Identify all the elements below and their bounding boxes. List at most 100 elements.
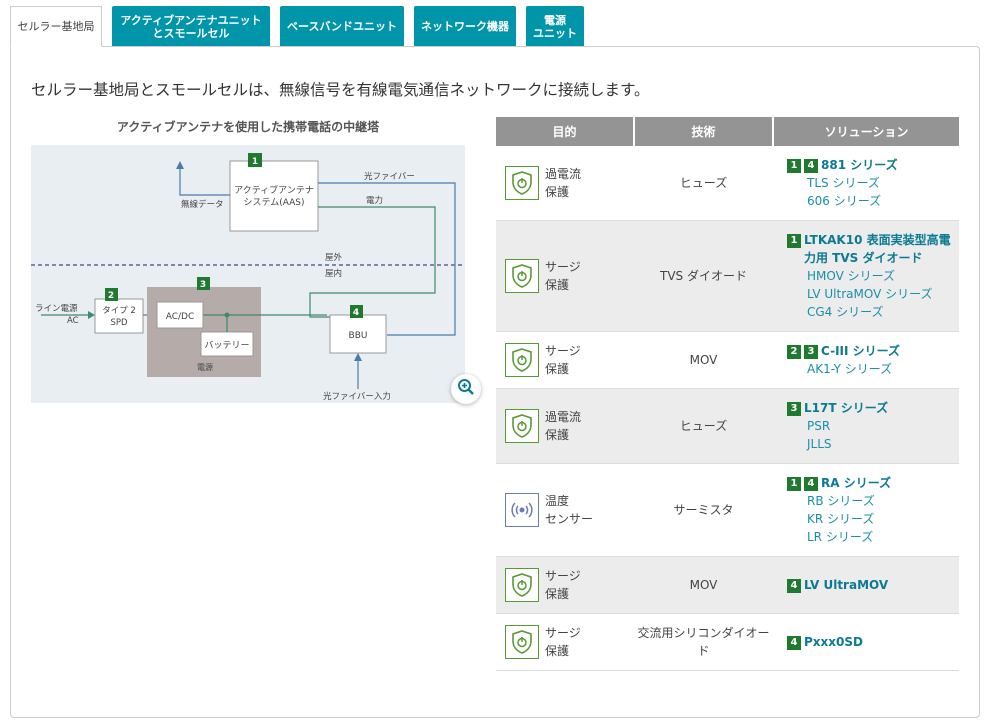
purpose-text: 温度 センサー (545, 493, 594, 526)
tab-cellular-base-station[interactable]: セルラー基地局 (10, 6, 102, 47)
purpose-text: サージ 保護 (545, 343, 581, 376)
solution-link-sub[interactable]: CG4 シリーズ (807, 304, 884, 319)
svg-text:3: 3 (200, 280, 206, 290)
content-panel (10, 46, 980, 718)
solution-link-sub[interactable]: KR シリーズ (807, 511, 875, 526)
technology-cell: ヒューズ (634, 146, 773, 221)
shield-power-icon (505, 342, 539, 377)
application-badge: 1 (787, 158, 801, 173)
solution-link-sub[interactable]: RB シリーズ (807, 493, 875, 508)
svg-text:電力: 電力 (366, 195, 383, 206)
solution-link-sub[interactable]: PSR (807, 418, 831, 433)
tab-active-antenna-small-cell[interactable]: アクティブアンテナユニット とスモールセル (112, 6, 270, 47)
purpose-cell: サージ 保護 (496, 331, 634, 389)
solution-link-main[interactable]: C-III シリーズ (821, 343, 901, 358)
technology-cell: 交流用シリコンダイオード (634, 613, 773, 671)
application-badge: 4 (804, 476, 818, 491)
purpose-text: サージ 保護 (545, 625, 581, 658)
technology-cell: MOV (634, 331, 773, 389)
zoom-in-button[interactable] (451, 374, 481, 404)
solution-link-sub[interactable]: TLS シリーズ (807, 175, 880, 190)
solution-link-main[interactable]: Pxxx0SD (804, 634, 863, 649)
tower-diagram: 1 アクティブアンテナ システム(AAS) 無線データ 光ファイバー 電力 屋外… (31, 145, 465, 403)
application-badge: 1 (787, 476, 801, 491)
solution-link-main[interactable]: LTKAK10 表面実装型高電力用 TVS ダイオード (804, 232, 951, 265)
purpose-cell: 過電流 保護 (496, 146, 634, 221)
solution-link-sub[interactable]: AK1-Y シリーズ (807, 361, 893, 376)
solution-link-sub[interactable]: JLLS (807, 436, 832, 451)
application-badge: 4 (787, 578, 801, 593)
purpose-text: 過電流 保護 (545, 409, 582, 442)
technology-cell: MOV (634, 556, 773, 614)
svg-text:光ファイバー: 光ファイバー (364, 171, 415, 182)
purpose-text: サージ 保護 (545, 259, 581, 292)
technology-cell: サーミスタ (634, 463, 773, 557)
solution-link-main[interactable]: LV UltraMOV (804, 577, 889, 592)
purpose-text: サージ 保護 (545, 568, 581, 601)
application-badge: 4 (804, 158, 818, 173)
purpose-cell: サージ 保護 (496, 220, 634, 332)
svg-text:2: 2 (108, 291, 114, 301)
svg-text:1: 1 (252, 157, 258, 167)
svg-text:電源: 電源 (197, 363, 213, 372)
shield-power-icon (505, 258, 539, 293)
shield-power-icon (505, 567, 539, 602)
tab-network-equipment[interactable]: ネットワーク機器 (414, 6, 516, 47)
purpose-cell: サージ 保護 (496, 613, 634, 671)
svg-text:屋外: 屋外 (325, 252, 343, 263)
purpose-cell: サージ 保護 (496, 556, 634, 614)
purpose-cell: 温度 センサー (496, 463, 634, 557)
application-badge: 3 (804, 344, 818, 359)
tab-power-unit[interactable]: 電源 ユニット (526, 6, 584, 47)
tab-baseband-unit[interactable]: ベースバンドユニット (280, 6, 404, 47)
diagram-title: アクティブアンテナを使用した携帯電話の中継塔 (116, 120, 380, 134)
header-purpose: 目的 (496, 117, 635, 146)
wireless-sensor-icon (505, 492, 539, 527)
solution-link-sub[interactable]: LV UltraMOV シリーズ (807, 286, 933, 301)
application-badge: 1 (787, 233, 801, 248)
svg-text:無線データ: 無線データ (181, 199, 224, 210)
shield-power-icon (505, 165, 539, 200)
solution-link-main[interactable]: L17T シリーズ (804, 400, 889, 415)
solution-link-main[interactable]: 881 シリーズ (821, 157, 898, 172)
solution-link-sub[interactable]: 606 シリーズ (807, 193, 882, 208)
application-badge: 2 (787, 344, 801, 359)
technology-cell: TVS ダイオード (634, 220, 773, 332)
header-technology: 技術 (634, 117, 774, 146)
svg-text:4: 4 (353, 308, 359, 318)
intro-text: セルラー基地局とスモールセルは、無線信号を有線電気通信ネットワークに接続します。 (31, 81, 650, 99)
svg-text:屋内: 屋内 (325, 268, 342, 279)
application-badge: 3 (787, 401, 801, 416)
shield-power-icon (505, 624, 539, 659)
svg-text:AC/DC: AC/DC (166, 312, 195, 322)
svg-text:ライン電源: ライン電源 (35, 304, 78, 314)
spd-label-1: タイプ 2 (102, 306, 136, 316)
badge-1-diagram (248, 153, 262, 167)
svg-text:BBU: BBU (349, 331, 368, 341)
aas-label-1: アクティブアンテナ (234, 184, 314, 196)
purpose-cell: 過電流 保護 (496, 388, 634, 464)
svg-text:光ファイバー入力: 光ファイバー入力 (323, 391, 391, 402)
application-badge: 4 (787, 635, 801, 650)
technology-cell: ヒューズ (634, 388, 773, 464)
svg-text:バッテリー: バッテリー (204, 340, 249, 351)
zoom-in-icon (457, 378, 475, 400)
solution-link-sub[interactable]: HMOV シリーズ (807, 268, 896, 283)
spd-label-2: SPD (110, 318, 128, 328)
solution-link-sub[interactable]: LR シリーズ (807, 529, 874, 544)
shield-power-icon (505, 408, 539, 443)
solution-link-main[interactable]: RA シリーズ (821, 475, 892, 490)
